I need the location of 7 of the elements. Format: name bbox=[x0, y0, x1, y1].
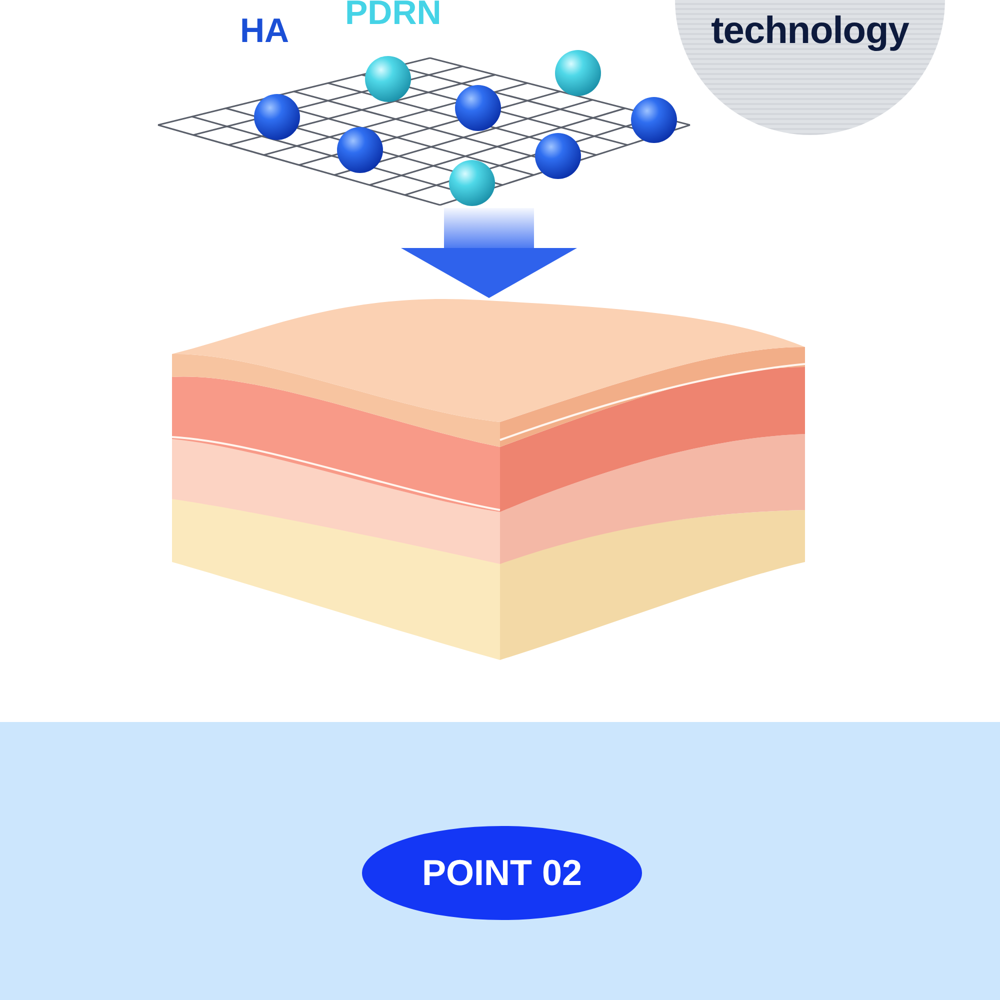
badge-text: technology bbox=[710, 10, 910, 53]
skin-layers-drawing bbox=[171, 298, 806, 660]
molecule-label: PDRN bbox=[345, 0, 442, 33]
arrow bbox=[401, 208, 577, 298]
badge-text: POINT 02 bbox=[422, 852, 582, 894]
molecule-label: HA bbox=[240, 12, 290, 51]
molecule-network-drawing bbox=[158, 50, 690, 206]
